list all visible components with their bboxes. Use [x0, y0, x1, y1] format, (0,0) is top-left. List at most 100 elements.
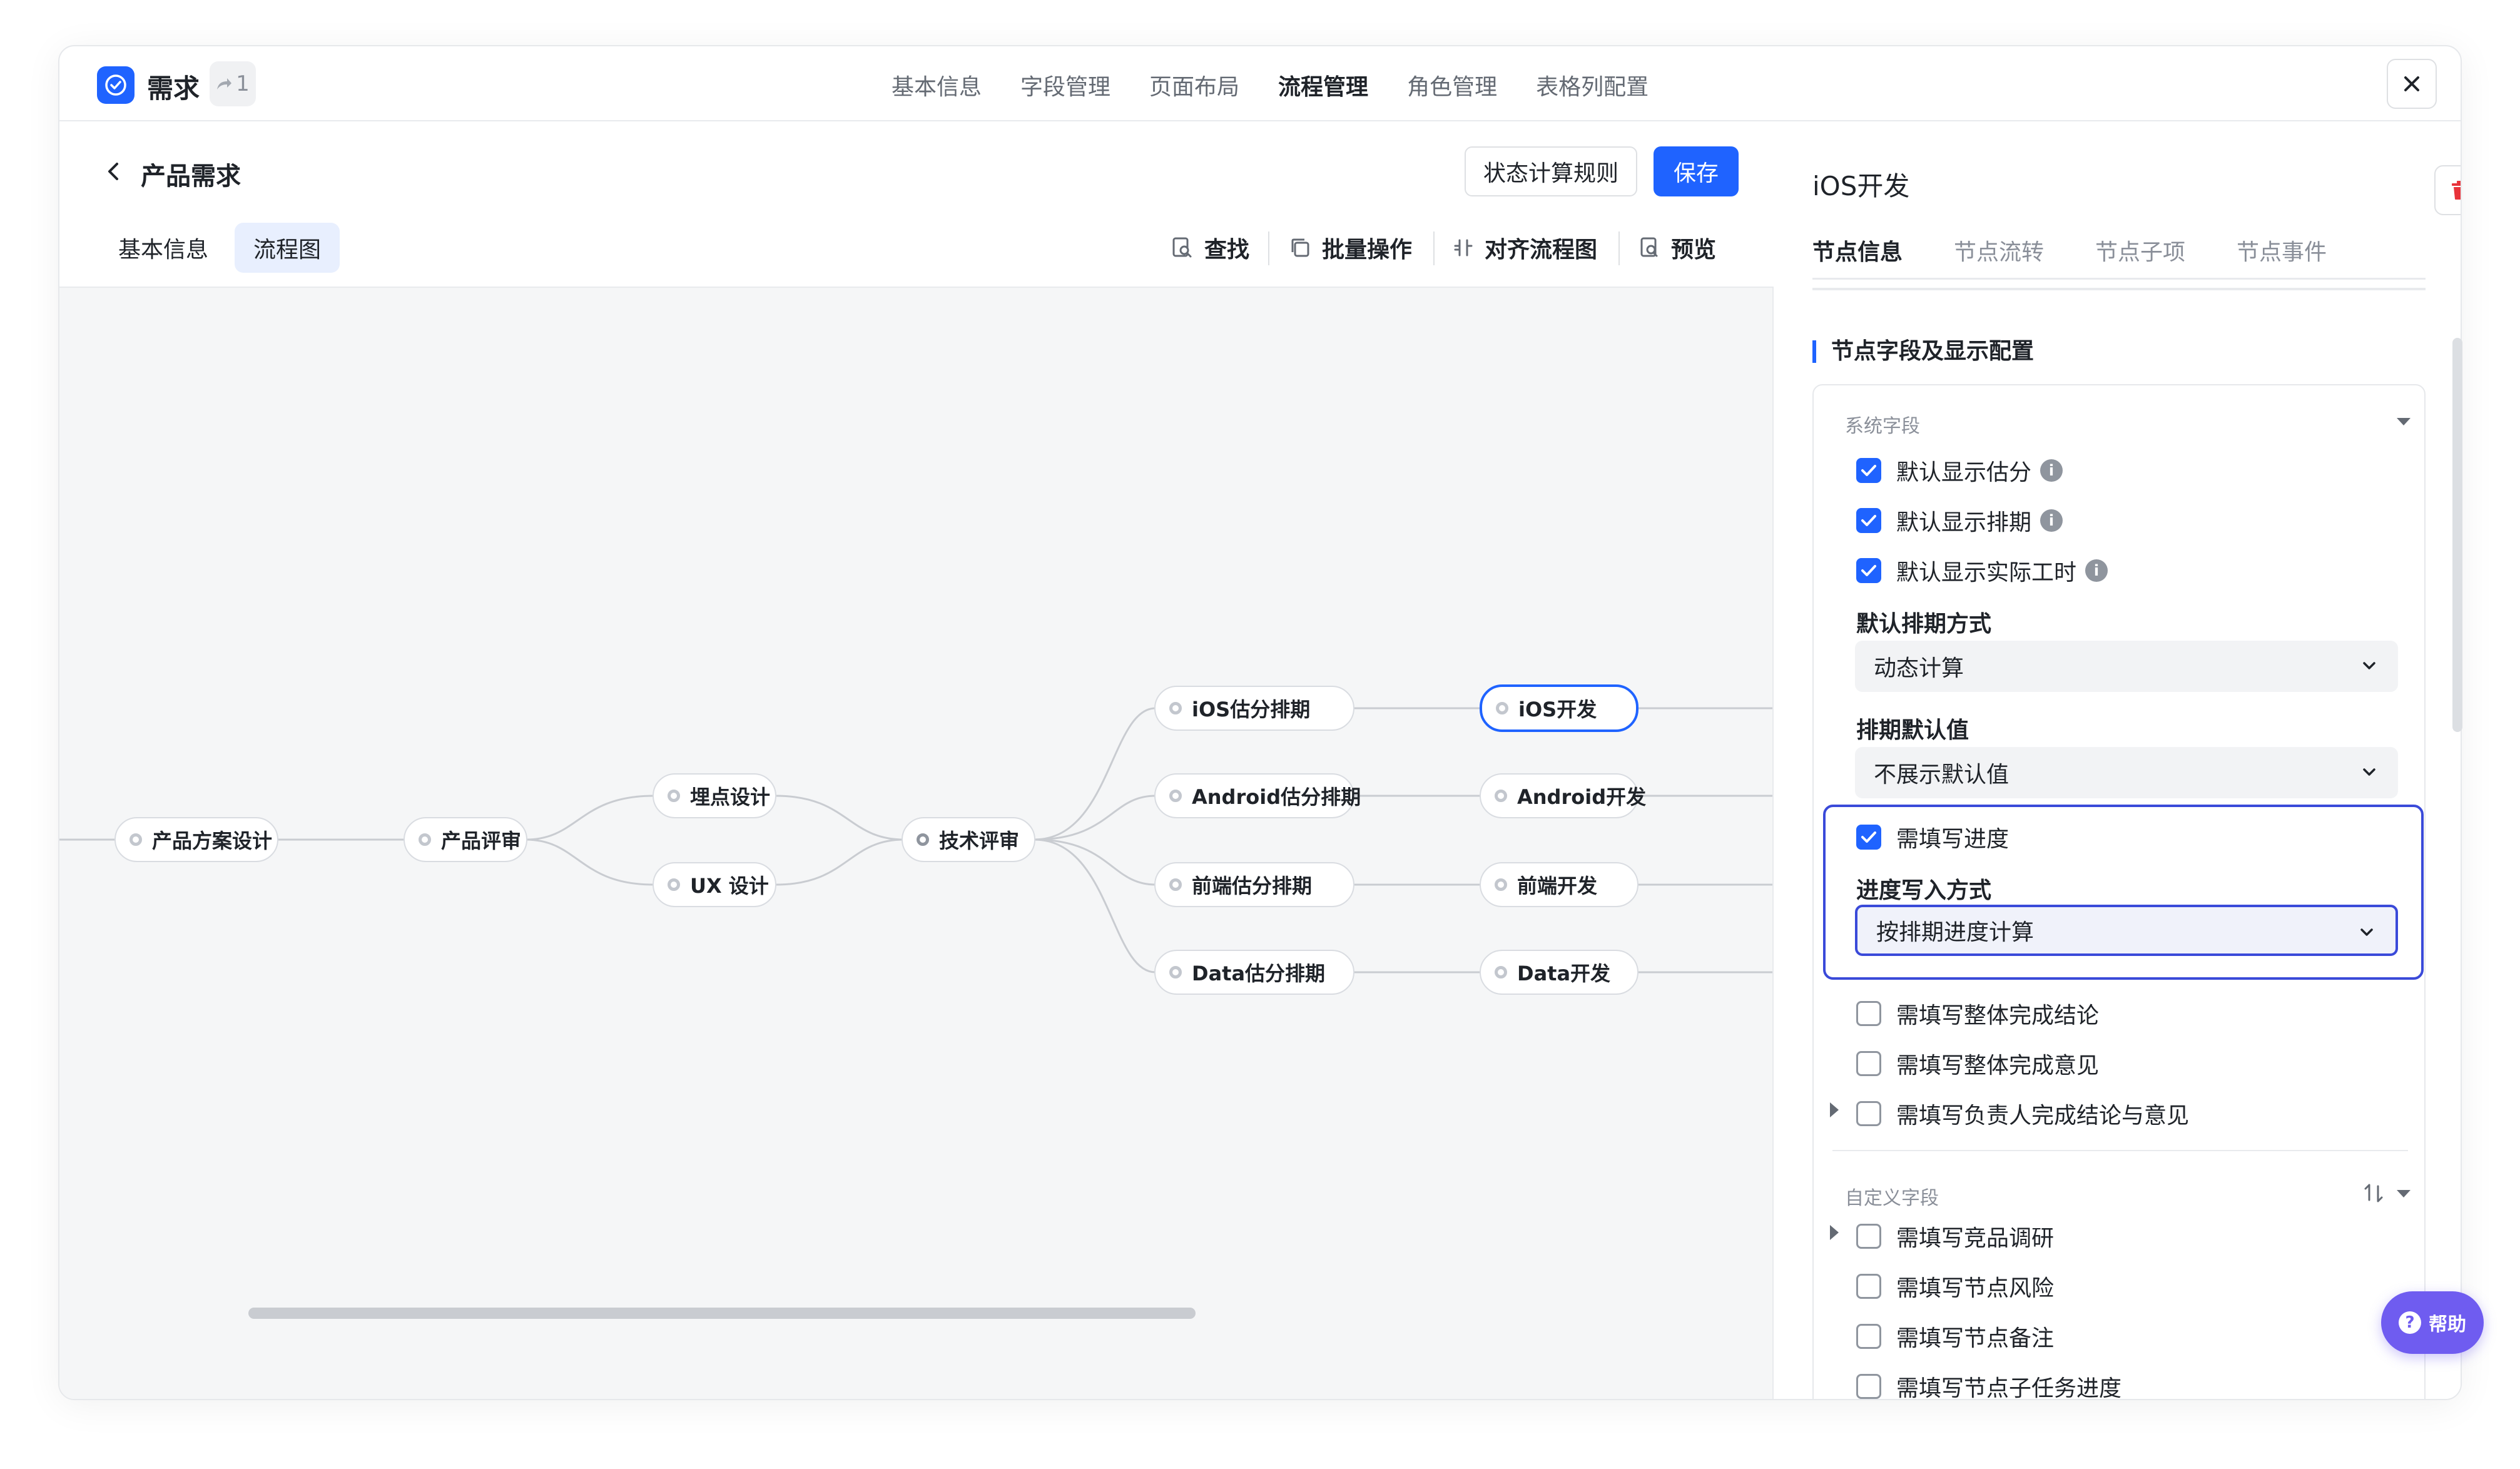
progress-mode-select[interactable]: 按排期进度计算	[1855, 905, 2398, 956]
preview-icon	[1640, 237, 1658, 257]
flow-node-product-plan[interactable]: 产品方案设计	[114, 817, 278, 862]
subtab-basic-info[interactable]: 基本信息	[118, 237, 209, 263]
tab-field-management[interactable]: 字段管理	[1020, 74, 1111, 100]
tab-workflow-management[interactable]: 流程管理	[1278, 74, 1369, 100]
top-bar: 需求 1 基本信息 字段管理 页面布局 流程管理 角色管理 表格列配置	[59, 46, 2461, 121]
flow-node-ios-dev[interactable]: iOS开发	[1480, 684, 1639, 732]
close-icon	[2404, 76, 2419, 91]
panel-vertical-scrollbar[interactable]	[2452, 338, 2462, 732]
checkbox-unchecked-icon[interactable]	[1856, 1001, 1881, 1026]
schedule-mode-label: 默认排期方式	[1856, 611, 1992, 637]
flow-node-android-estimate[interactable]: Android估分排期	[1154, 773, 1361, 818]
system-field-actual-hours[interactable]: 默认显示实际工时 i	[1856, 554, 2108, 587]
save-button[interactable]: 保存	[1654, 146, 1739, 196]
flow-node-tracking-design[interactable]: 埋点设计	[653, 773, 776, 818]
checkbox-unchecked-icon[interactable]	[1856, 1051, 1881, 1076]
help-button[interactable]: ? 帮助	[2381, 1291, 2484, 1354]
flow-node-tech-review[interactable]: 技术评审	[902, 817, 1035, 862]
custom-field-competitor[interactable]: 需填写竞品调研	[1856, 1220, 2054, 1253]
back-arrow-icon[interactable]	[101, 159, 126, 184]
field-owner-conclusion[interactable]: 需填写负责人完成结论与意见	[1856, 1097, 2189, 1130]
share-count-chip[interactable]: 1	[210, 61, 256, 106]
app-title: 需求	[147, 73, 200, 104]
toolbar-divider	[1618, 231, 1620, 265]
tab-table-column-config[interactable]: 表格列配置	[1536, 74, 1649, 100]
checkbox-unchecked-icon[interactable]	[1856, 1101, 1881, 1126]
schedule-default-label: 排期默认值	[1856, 718, 1969, 743]
schedule-default-select[interactable]: 不展示默认值	[1855, 747, 2398, 798]
expand-caret-icon[interactable]	[1830, 1225, 1839, 1240]
progress-required-field[interactable]: 需填写进度	[1856, 821, 2009, 853]
node-label: iOS估分排期	[1192, 698, 1311, 721]
checkbox-unchecked-icon[interactable]	[1856, 1224, 1881, 1249]
select-value: 按排期进度计算	[1876, 920, 2035, 945]
flow-node-frontend-dev[interactable]: 前端开发	[1480, 862, 1639, 907]
info-icon[interactable]: i	[2085, 559, 2108, 582]
panel-tab-node-transition[interactable]: 节点流转	[1954, 240, 2045, 265]
field-label: 默认显示实际工时	[1896, 560, 2077, 586]
app-logo-icon	[97, 66, 135, 104]
checkbox-unchecked-icon[interactable]	[1856, 1374, 1881, 1399]
expand-caret-icon[interactable]	[1830, 1102, 1839, 1117]
preview-tool[interactable]: 预览	[1640, 231, 1716, 264]
preview-label: 预览	[1671, 237, 1717, 263]
group-divider	[1832, 1150, 2408, 1151]
flow-node-product-review[interactable]: 产品评审	[404, 817, 527, 862]
flow-node-ux-design[interactable]: UX 设计	[653, 862, 776, 907]
flow-node-frontend-estimate[interactable]: 前端估分排期	[1154, 862, 1354, 907]
tab-page-layout[interactable]: 页面布局	[1149, 74, 1240, 100]
schedule-mode-select[interactable]: 动态计算	[1855, 641, 2398, 692]
section-title: 节点字段及显示配置	[1812, 340, 2034, 363]
field-label: 默认显示排期	[1896, 510, 2032, 536]
checkbox-checked-icon[interactable]	[1856, 508, 1881, 533]
info-icon[interactable]: i	[2040, 509, 2063, 532]
system-field-estimate[interactable]: 默认显示估分 i	[1856, 454, 2063, 487]
field-overall-conclusion[interactable]: 需填写整体完成结论	[1856, 997, 2099, 1030]
find-tool[interactable]: 查找	[1172, 231, 1249, 264]
checkbox-checked-icon[interactable]	[1856, 558, 1881, 583]
custom-field-note[interactable]: 需填写节点备注	[1856, 1320, 2054, 1353]
custom-field-risk[interactable]: 需填写节点风险	[1856, 1270, 2054, 1303]
system-field-schedule[interactable]: 默认显示排期 i	[1856, 504, 2063, 537]
panel-tab-node-subitems[interactable]: 节点子项	[2095, 240, 2186, 265]
align-tool[interactable]: 对齐流程图	[1453, 231, 1597, 264]
field-overall-opinion[interactable]: 需填写整体完成意见	[1856, 1047, 2099, 1080]
sort-icon[interactable]	[2363, 1182, 2384, 1204]
chevron-down-icon	[2363, 768, 2375, 776]
page-title: 产品需求	[141, 162, 241, 191]
batch-tool[interactable]: 批量操作	[1289, 231, 1412, 264]
node-label: 埋点设计	[690, 785, 771, 809]
select-value: 不展示默认值	[1874, 762, 2009, 788]
top-tabs: 基本信息 字段管理 页面布局 流程管理 角色管理 表格列配置	[892, 69, 1649, 101]
flow-node-data-dev[interactable]: Data开发	[1480, 950, 1639, 995]
tab-basic-info[interactable]: 基本信息	[892, 74, 982, 100]
panel-tab-node-info[interactable]: 节点信息	[1812, 240, 1903, 265]
collapse-caret-icon[interactable]	[2396, 417, 2412, 427]
copy-icon	[1291, 238, 1309, 257]
delete-node-button[interactable]	[2434, 165, 2461, 215]
flow-canvas[interactable]: 产品方案设计 产品评审 埋点设计 UX 设计 技术评审 iOS估分排期 Andr…	[59, 287, 1774, 1399]
subtab-flowchart[interactable]: 流程图	[235, 223, 340, 273]
custom-field-subtask-progress[interactable]: 需填写节点子任务进度	[1856, 1370, 2121, 1399]
flow-node-data-estimate[interactable]: Data估分排期	[1154, 950, 1354, 995]
panel-tab-underline	[1812, 278, 2426, 280]
flow-node-ios-estimate[interactable]: iOS估分排期	[1154, 686, 1354, 731]
node-label: 技术评审	[939, 829, 1020, 853]
collapse-caret-icon[interactable]	[2396, 1189, 2412, 1199]
checkbox-checked-icon[interactable]	[1856, 825, 1881, 850]
checkbox-unchecked-icon[interactable]	[1856, 1274, 1881, 1299]
checkbox-checked-icon[interactable]	[1856, 458, 1881, 483]
system-group-label: 系统字段	[1845, 415, 1920, 437]
node-label: 前端估分排期	[1192, 874, 1313, 898]
panel-tab-node-events[interactable]: 节点事件	[2237, 240, 2327, 265]
flow-node-android-dev[interactable]: Android开发	[1480, 773, 1646, 818]
section-divider	[1812, 288, 2426, 290]
canvas-horizontal-scrollbar[interactable]	[248, 1308, 1196, 1319]
info-icon[interactable]: i	[2040, 459, 2063, 482]
field-label: 默认显示估分	[1896, 460, 2032, 485]
close-button[interactable]	[2387, 59, 2437, 109]
status-rule-button[interactable]: 状态计算规则	[1465, 146, 1637, 196]
help-label: 帮助	[2429, 1314, 2466, 1336]
tab-role-management[interactable]: 角色管理	[1407, 74, 1498, 100]
checkbox-unchecked-icon[interactable]	[1856, 1324, 1881, 1349]
